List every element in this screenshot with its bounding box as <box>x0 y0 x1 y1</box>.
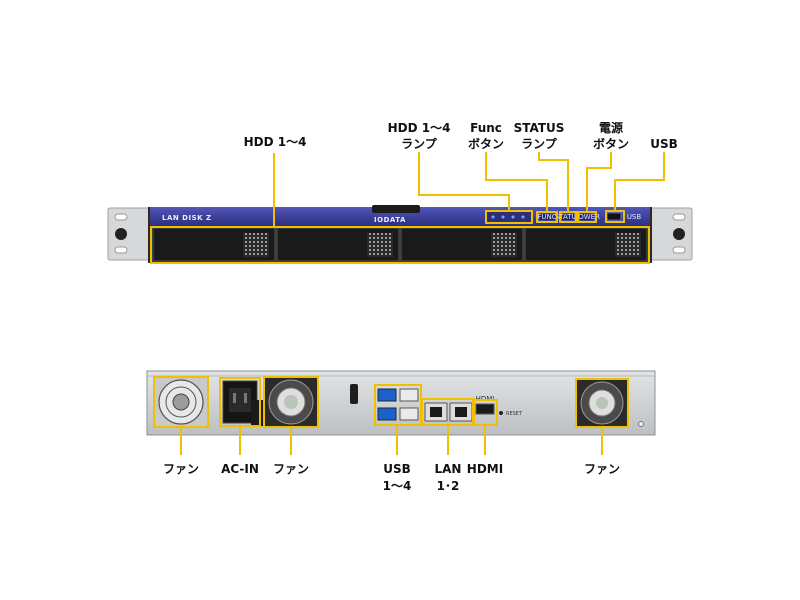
rear-view: HDMI RESET <box>146 370 656 493</box>
drive-bay-3[interactable] <box>400 227 524 262</box>
drive-bay-vent <box>243 233 269 257</box>
label-status-line2: ランプ <box>521 136 558 151</box>
label-lan-line1: LAN <box>435 462 462 476</box>
reset-button[interactable] <box>499 411 503 415</box>
label-hdd-lamp-line2: ランプ <box>401 136 438 151</box>
rear-fan-right <box>575 378 629 428</box>
drive-bay-vent <box>367 233 393 257</box>
front-view: LAN DISK Z IODATA FUNC STATUS POWER USB <box>107 120 693 264</box>
front-rack-ear-right <box>649 207 693 261</box>
drive-bay-2[interactable] <box>276 227 400 262</box>
thumb-screw-icon <box>115 228 127 240</box>
hdd-highlight-box <box>150 226 650 264</box>
device-brand-text: LAN DISK Z <box>162 214 212 222</box>
rear-fan-left <box>153 376 209 428</box>
rear-hdmi-port[interactable]: HDMI <box>475 395 495 415</box>
front-leader-lines <box>273 152 665 227</box>
label-lan-line2: 1･2 <box>437 479 460 493</box>
label-func-line1: Func <box>470 121 502 135</box>
drive-bays <box>152 227 648 262</box>
label-hdmi: HDMI <box>467 462 503 476</box>
maker-logo-text: IODATA <box>374 216 406 224</box>
label-usb: USB <box>650 137 678 151</box>
front-usb-label: USB <box>627 213 642 221</box>
rear-leader-lines <box>180 425 603 455</box>
drive-bay-1[interactable] <box>152 227 276 262</box>
label-ac-in: AC-IN <box>221 462 259 476</box>
status-lamp-label: STATUS <box>555 213 582 221</box>
fan-icon <box>596 397 608 409</box>
power-button-label: POWER <box>574 213 600 221</box>
front-rack-ear-left <box>107 207 151 261</box>
func-button-label: FUNC <box>537 213 556 221</box>
fan-icon <box>172 393 190 411</box>
rear-usb-ports[interactable] <box>377 388 419 421</box>
label-fan-right: ファン <box>584 462 620 476</box>
reset-label: RESET <box>506 411 523 417</box>
label-hdd: HDD 1〜4 <box>244 135 307 149</box>
fan-icon <box>284 395 298 409</box>
front-handle <box>372 205 420 213</box>
rear-slot <box>350 384 358 404</box>
label-status-line1: STATUS <box>514 121 565 135</box>
front-usb-port[interactable] <box>606 212 622 221</box>
label-func-line2: ボタン <box>468 136 504 151</box>
drive-bay-vent <box>615 233 641 257</box>
label-usb-line2: 1〜4 <box>383 479 412 493</box>
label-power-line1: 電源 <box>599 120 623 135</box>
hdd-lamps <box>487 212 531 222</box>
front-labels: HDD 1〜4 HDD 1〜4 ランプ Func ボタン STATUS ランプ … <box>244 120 678 151</box>
rear-fan-middle <box>263 376 319 428</box>
label-fan-left: ファン <box>163 462 199 476</box>
drive-bay-vent <box>491 233 517 257</box>
thumb-screw-icon <box>673 228 685 240</box>
label-power-line2: ボタン <box>593 136 629 151</box>
rear-labels: ファン AC-IN ファン USB 1〜4 LAN 1･2 HDMI ファン <box>163 462 620 493</box>
rear-lan-ports[interactable] <box>424 402 473 422</box>
drive-bay-4[interactable] <box>524 227 648 262</box>
label-usb-line1: USB <box>383 462 411 476</box>
label-hdd-lamp-line1: HDD 1〜4 <box>388 121 451 135</box>
label-fan-middle: ファン <box>273 462 309 476</box>
